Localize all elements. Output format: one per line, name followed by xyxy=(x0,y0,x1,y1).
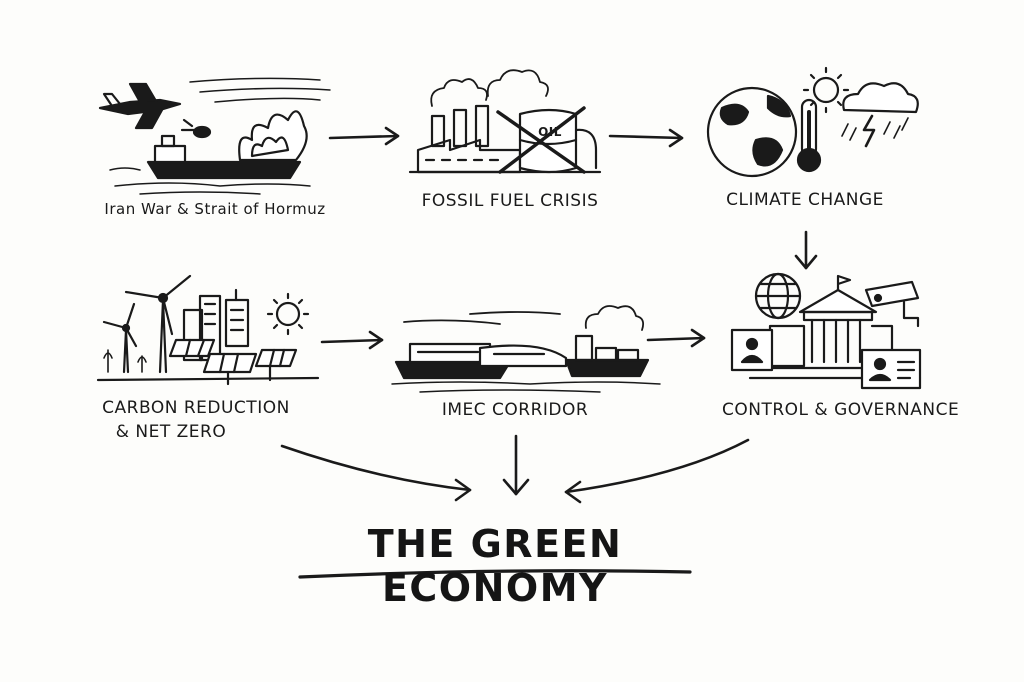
id-card-icon xyxy=(730,328,774,372)
fossil-fuel-illustration xyxy=(408,69,602,174)
node-label-imec-corridor: IMEC CORRIDOR xyxy=(441,400,589,420)
wind-turbine-icon xyxy=(102,274,192,374)
oil-barrel-icon xyxy=(518,108,598,174)
security-camera-icon xyxy=(864,280,920,328)
node-label-control-governance: CONTROL & GOVERNANCE xyxy=(722,400,960,420)
id-card-icon xyxy=(860,348,922,390)
fighter-jet-icon xyxy=(98,82,182,130)
diagram-title: THE GREEN ECONOMY xyxy=(367,522,623,610)
node-label-fossil-fuel-crisis: FOSSIL FUEL CRISIS xyxy=(421,191,599,211)
control-illustration xyxy=(730,272,922,390)
climate-illustration xyxy=(706,66,919,178)
carbon-illustration xyxy=(96,274,320,386)
solar-panels-icon xyxy=(168,338,298,386)
arrow-carbon-to-imec xyxy=(320,330,384,350)
speed-lines xyxy=(189,77,331,103)
missile-icon xyxy=(180,118,212,139)
arrow-climate-to-control xyxy=(794,230,818,270)
title-underline xyxy=(298,569,692,579)
arrow-iran-to-fossil xyxy=(328,126,400,146)
node-label-carbon-reduction-line2: & NET ZERO xyxy=(115,422,227,442)
imec-illustration xyxy=(391,305,661,393)
cargo-ship-icon xyxy=(564,334,650,378)
waves xyxy=(109,167,311,195)
waves xyxy=(391,381,661,393)
node-label-carbon-reduction-line1: CARBON REDUCTION xyxy=(102,398,290,418)
globe-icon xyxy=(706,86,798,178)
arrow-imec-to-control xyxy=(646,328,706,348)
burning-tanker-icon xyxy=(146,110,308,180)
clouds xyxy=(403,305,645,331)
plants-icon xyxy=(103,349,147,373)
thermometer-icon xyxy=(796,98,822,173)
node-label-climate-change: CLIMATE CHANGE xyxy=(726,190,884,210)
globe-icon xyxy=(754,272,802,320)
cross-out-mark xyxy=(496,106,586,174)
storm-cloud-icon xyxy=(841,82,919,148)
arrow-fossil-to-climate xyxy=(608,128,684,148)
train-icon xyxy=(478,344,568,368)
node-label-iran-war: Iran War & Strait of Hormuz xyxy=(104,200,326,218)
arrows xyxy=(280,126,818,504)
oil-sign: OIL xyxy=(538,125,562,139)
arrow-carbon-to-title xyxy=(280,444,472,502)
sun-icon xyxy=(802,66,850,114)
ground-line xyxy=(96,376,320,382)
smoke-clouds xyxy=(430,69,549,107)
arrow-control-to-title xyxy=(564,438,750,504)
arrow-imec-to-title xyxy=(502,434,530,496)
iran-war-illustration xyxy=(98,77,331,195)
sun-icon xyxy=(266,292,310,336)
